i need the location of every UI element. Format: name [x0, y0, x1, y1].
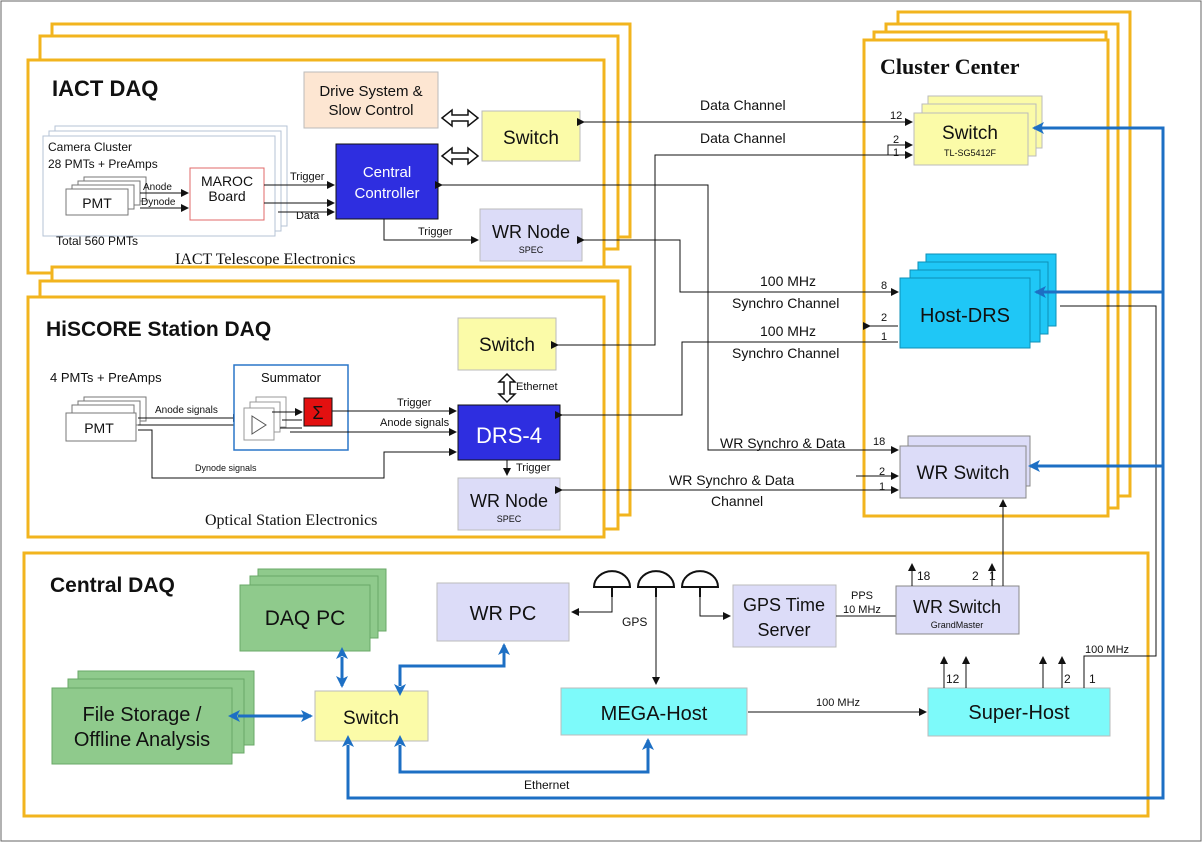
hiscore-daq-section: HiSCORE Station DAQ 4 PMTs + PreAmps PMT… — [26, 265, 632, 539]
iact-switch-label: Switch — [503, 128, 559, 149]
daq-pc-label: DAQ PC — [265, 607, 346, 630]
gm-port-18: 18 — [917, 569, 931, 583]
cluster-switch-port-1: 1 — [893, 147, 899, 159]
iact-trigger-out-label: Trigger — [290, 171, 325, 183]
cluster-switch-label: Switch — [942, 123, 998, 144]
hiscore-pmts-label: 4 PMTs + PreAmps — [50, 370, 162, 385]
anode-label: Anode — [143, 182, 172, 193]
data-channel-2-label: Data Channel — [700, 130, 786, 146]
file-storage[interactable] — [51, 687, 233, 765]
hiscore-pmt-label: PMT — [84, 420, 114, 436]
pps-label: PPS — [851, 590, 873, 602]
file-storage-label-1: File Storage / — [83, 704, 202, 726]
grandmaster-wr-switch-label: WR Switch — [913, 597, 1001, 617]
super-host-port-2: 2 — [1064, 672, 1071, 686]
central-controller-label-2: Controller — [354, 185, 419, 202]
super-host-port-12: 12 — [946, 672, 960, 686]
anode-signals-label: Anode signals — [155, 405, 218, 416]
ethernet-links — [228, 122, 1165, 800]
host-drs-label: Host-DRS — [920, 305, 1010, 327]
dynode-signals-label: Dynode signals — [195, 463, 257, 473]
iact-footer: IACT Telescope Electronics — [175, 251, 355, 268]
maroc-board[interactable] — [189, 167, 265, 221]
dynode-label: Dynode — [141, 197, 176, 208]
camera-cluster-pmt-count: 28 PMTs + PreAmps — [48, 157, 158, 171]
mega-host-label: MEGA-Host — [601, 703, 708, 725]
gm-port-1: 1 — [989, 569, 996, 583]
drive-system-label-2: Slow Control — [328, 102, 413, 119]
sync-channel-1-freq: 100 MHz — [760, 273, 816, 289]
super-host-100mhz: 100 MHz — [1085, 644, 1129, 656]
gps-label: GPS — [622, 615, 647, 629]
sum-block — [303, 397, 333, 427]
cluster-center-section: Cluster Center Switch TL-SG5412F Host-DR… — [862, 10, 1132, 518]
wr-pc-label: WR PC — [470, 603, 537, 625]
cluster-wr-switch-label: WR Switch — [917, 463, 1010, 484]
iact-trigger-wr-label: Trigger — [418, 226, 453, 238]
drive-system-box[interactable] — [303, 71, 439, 129]
summator-label: Summator — [261, 370, 322, 385]
hiscore-trigger-down-label: Trigger — [516, 462, 551, 474]
wr-channel-1-label: WR Synchro & Data — [720, 435, 845, 451]
gps-time-server-label-2: Server — [757, 620, 810, 640]
host-drs-port-8: 8 — [881, 280, 887, 292]
grandmaster-label: GrandMaster — [931, 620, 984, 630]
camera-cluster-label: Camera Cluster — [48, 140, 132, 154]
sync-channel-2-freq: 100 MHz — [760, 323, 816, 339]
sync-channel-2-label: Synchro Channel — [732, 345, 839, 361]
total-pmts-label: Total 560 PMTs — [56, 234, 138, 248]
amplifier-icon — [251, 415, 267, 435]
wr-channel-2-label: WR Synchro & Data — [669, 472, 794, 488]
iact-wr-node-sub: SPEC — [519, 245, 544, 255]
iact-data-out-label: Data — [296, 210, 320, 222]
gm-port-2: 2 — [972, 569, 979, 583]
cluster-switch-model: TL-SG5412F — [944, 148, 997, 158]
sync-channel-1-label: Synchro Channel — [732, 295, 839, 311]
hiscore-trigger-label: Trigger — [397, 397, 432, 409]
hiscore-footer: Optical Station Electronics — [205, 512, 377, 529]
hiscore-wr-node-sub: SPEC — [497, 514, 522, 524]
hundred-mhz-label: 100 MHz — [816, 697, 860, 709]
central-daq-title: Central DAQ — [50, 574, 175, 597]
iact-pmt-label: PMT — [82, 195, 112, 211]
iact-wr-node-label: WR Node — [492, 222, 570, 242]
iact-daq-section: IACT DAQ Camera Cluster 28 PMTs + PreAmp… — [26, 22, 632, 275]
anode-signals-label-2: Anode signals — [380, 417, 450, 429]
ten-mhz-label: 10 MHz — [843, 604, 881, 616]
cluster-switch-port-12: 12 — [890, 110, 902, 122]
super-host-label: Super-Host — [968, 702, 1070, 724]
gps-time-server-label-1: GPS Time — [743, 595, 825, 615]
host-drs-port-2: 2 — [881, 312, 887, 324]
hiscore-wr-node-label: WR Node — [470, 491, 548, 511]
wr-switch-port-18: 18 — [873, 436, 885, 448]
hiscore-ethernet-label: Ethernet — [516, 381, 558, 393]
wr-channel-2-label-2: Channel — [711, 493, 763, 509]
data-channel-1-label: Data Channel — [700, 97, 786, 113]
drive-system-label-1: Drive System & — [319, 83, 422, 100]
maroc-label-1: MAROC — [201, 173, 253, 189]
ethernet-label: Ethernet — [524, 778, 570, 792]
iact-daq-title: IACT DAQ — [52, 76, 158, 101]
host-drs-port-1: 1 — [881, 331, 887, 343]
hiscore-switch-label: Switch — [479, 335, 535, 356]
file-storage-label-2: Offline Analysis — [74, 729, 210, 751]
sigma-symbol: Σ — [312, 403, 323, 423]
maroc-label-2: Board — [208, 188, 245, 204]
cluster-center-title: Cluster Center — [880, 54, 1020, 79]
central-controller-label-1: Central — [363, 164, 411, 181]
central-controller[interactable] — [335, 143, 439, 220]
hiscore-daq-title: HiSCORE Station DAQ — [46, 318, 271, 341]
drs4-label: DRS-4 — [476, 423, 542, 448]
cluster-switch-port-2: 2 — [893, 134, 899, 146]
super-host-port-1: 1 — [1089, 672, 1096, 686]
central-switch-label: Switch — [343, 708, 399, 729]
wr-switch-port-1: 1 — [879, 481, 885, 493]
